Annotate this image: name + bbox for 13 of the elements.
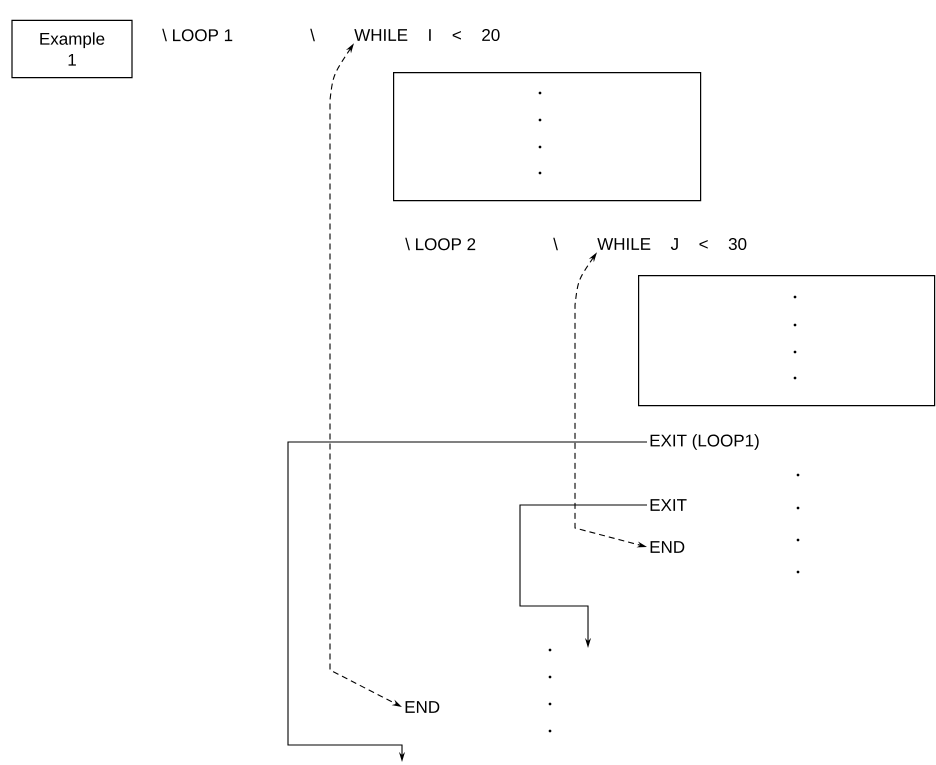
- code-text: \ LOOP 2: [405, 238, 476, 250]
- example-box: Example 1: [11, 20, 133, 78]
- code-text: END: [406, 701, 440, 713]
- code-text: \ LOOP 1: [162, 28, 232, 42]
- code-text: EXIT: [650, 499, 687, 511]
- code-text: WHILE J < 30: [597, 238, 746, 250]
- code-text: \: [310, 28, 315, 42]
- code-text: \: [553, 238, 558, 250]
- code-text: WHILE I < 20: [354, 28, 500, 42]
- code-block-box: [638, 275, 936, 406]
- code-text: END: [650, 541, 684, 553]
- code-block-box: [393, 72, 702, 202]
- code-text: EXIT (LOOP1): [650, 434, 759, 450]
